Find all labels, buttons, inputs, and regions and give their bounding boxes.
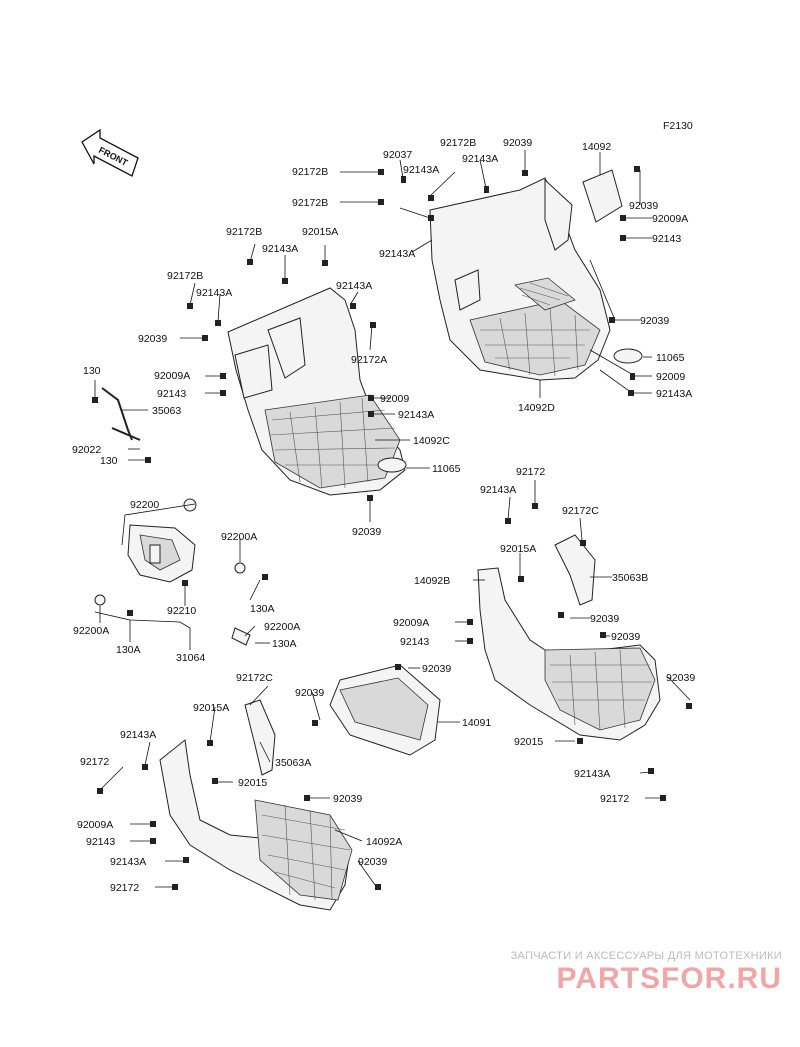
part-label: 92015 [238, 777, 267, 789]
rod-35063 [101, 387, 141, 441]
cover-14092 [582, 169, 623, 223]
part-label: 92015 [514, 736, 543, 748]
figure-code: F2130 [663, 120, 693, 132]
floor-panel-14092d [429, 177, 611, 381]
fasteners [92, 166, 692, 890]
part-label: 92200A [73, 625, 109, 637]
part-label: 31064 [176, 652, 205, 664]
part-label: 130A [116, 644, 141, 656]
part-label: 92039 [590, 613, 619, 625]
part-label: 92172 [110, 882, 139, 894]
part-label: 92143A [398, 409, 434, 421]
part-label: 92172C [236, 672, 273, 684]
cover-14091 [329, 664, 441, 756]
part-label: 92009A [154, 370, 190, 382]
part-label: 92009A [77, 819, 113, 831]
part-label: 92143A [379, 248, 415, 260]
part-label: 35063A [275, 757, 311, 769]
part-label: 92039 [352, 526, 381, 538]
part-label: 92143A [656, 388, 692, 400]
part-label: 92172 [516, 466, 545, 478]
part-label: 92200A [221, 531, 257, 543]
part-label: 92039 [629, 200, 658, 212]
part-label: 14092D [518, 402, 555, 414]
part-label: 92143A [262, 243, 298, 255]
part-label: 92143A [336, 280, 372, 292]
part-label: 92143A [403, 164, 439, 176]
part-label: 130 [83, 365, 101, 377]
front-arrow-icon: FRONT [81, 128, 139, 177]
side-panel-14092a [159, 699, 353, 911]
part-label: 92172B [440, 137, 476, 149]
part-label: 92143 [652, 233, 681, 245]
part-label: 92037 [383, 149, 412, 161]
part-label: 92172B [167, 270, 203, 282]
part-label: 92172B [292, 166, 328, 178]
part-label: 92039 [358, 856, 387, 868]
disc-11065-lower [377, 457, 407, 473]
part-label: 92039 [503, 137, 532, 149]
part-label: 92143A [120, 729, 156, 741]
part-label: 92172B [292, 197, 328, 209]
part-label: 92015A [500, 543, 536, 555]
watermark-brand: PARTSFOR.RU [556, 962, 782, 995]
part-label: 92022 [72, 444, 101, 456]
part-label: 92143A [110, 856, 146, 868]
part-label: 92172 [600, 793, 629, 805]
part-label: 92200A [264, 621, 300, 633]
part-label: 92015A [302, 226, 338, 238]
part-label: 11065 [656, 352, 685, 364]
part-label: 14091 [462, 717, 491, 729]
part-label: 35063B [612, 572, 648, 584]
part-label: 130A [272, 638, 297, 650]
part-label: 92143 [400, 636, 429, 648]
part-label: 92039 [333, 793, 362, 805]
part-label: 92039 [422, 663, 451, 675]
watermark: ЗАПЧАСТИ И АКСЕССУАРЫ ДЛЯ МОТОТЕХНИКИ PA… [482, 950, 782, 996]
part-label: 92039 [295, 687, 324, 699]
part-label: 92039 [640, 315, 669, 327]
part-label: 92039 [611, 631, 640, 643]
side-panel-14092b [477, 534, 661, 741]
part-label: 92039 [138, 333, 167, 345]
part-labels: 92172B 92039 92037 92143A 14092 92172B 9… [72, 137, 695, 894]
part-label: 11065 [432, 463, 461, 475]
part-label: 92009A [393, 617, 429, 629]
part-label: 92172 [80, 756, 109, 768]
part-label: 92143A [462, 153, 498, 165]
part-label: 130A [250, 603, 275, 615]
part-label: 92009 [380, 393, 409, 405]
part-label: 92172B [226, 226, 262, 238]
part-label: 130 [100, 455, 118, 467]
part-label: 92143A [196, 287, 232, 299]
part-label: 35063 [152, 405, 181, 417]
part-label: 14092C [413, 435, 450, 447]
part-label: 92200 [130, 499, 159, 511]
part-label: 92143 [86, 836, 115, 848]
part-label: 92039 [666, 672, 695, 684]
part-label: 92210 [167, 605, 196, 617]
part-label: 92009 [656, 371, 685, 383]
part-label: 92009A [652, 213, 688, 225]
part-label: 92172A [351, 354, 387, 366]
part-label: 92143A [480, 484, 516, 496]
part-label: 92015A [193, 702, 229, 714]
floor-panel-14092c [227, 287, 406, 496]
part-label: 14092B [414, 575, 450, 587]
part-label: 92172C [562, 505, 599, 517]
bracket-31064 [94, 498, 251, 646]
part-label: 14092 [582, 141, 611, 153]
part-label: 14092A [366, 836, 402, 848]
disc-11065-upper [613, 348, 643, 364]
watermark-tagline: ЗАПЧАСТИ И АКСЕССУАРЫ ДЛЯ МОТОТЕХНИКИ [510, 950, 782, 962]
part-label: 92143A [574, 768, 610, 780]
part-label: 92143 [157, 388, 186, 400]
